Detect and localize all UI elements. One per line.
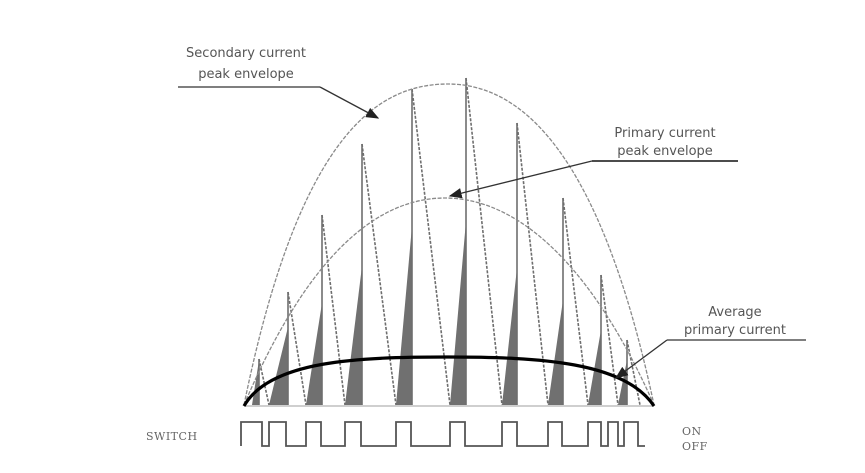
on-label: ON [682,425,702,438]
leader-lines [178,86,806,379]
off-label: OFF [682,440,708,453]
primary-envelope-label-line2: peak envelope [617,144,713,159]
switch-waveform [240,421,645,447]
secondary-current-ramps [258,77,641,406]
average-current-label-line2: primary current [684,323,786,338]
average-current-label-line1: Average [708,305,761,320]
primary-envelope-arrow [448,160,593,199]
secondary-peak-envelope [243,83,655,406]
average-primary-current-curve [242,355,656,407]
primary-envelope-label-line1: Primary current [614,126,715,141]
primary-peak-envelope [243,197,655,406]
switch-label: SWITCH [146,430,198,443]
secondary-envelope-arrow [319,86,380,119]
secondary-envelope-label-line2: peak envelope [198,67,294,82]
secondary-envelope-label-line1: Secondary current [186,46,306,61]
average-current-arrow [614,339,668,379]
